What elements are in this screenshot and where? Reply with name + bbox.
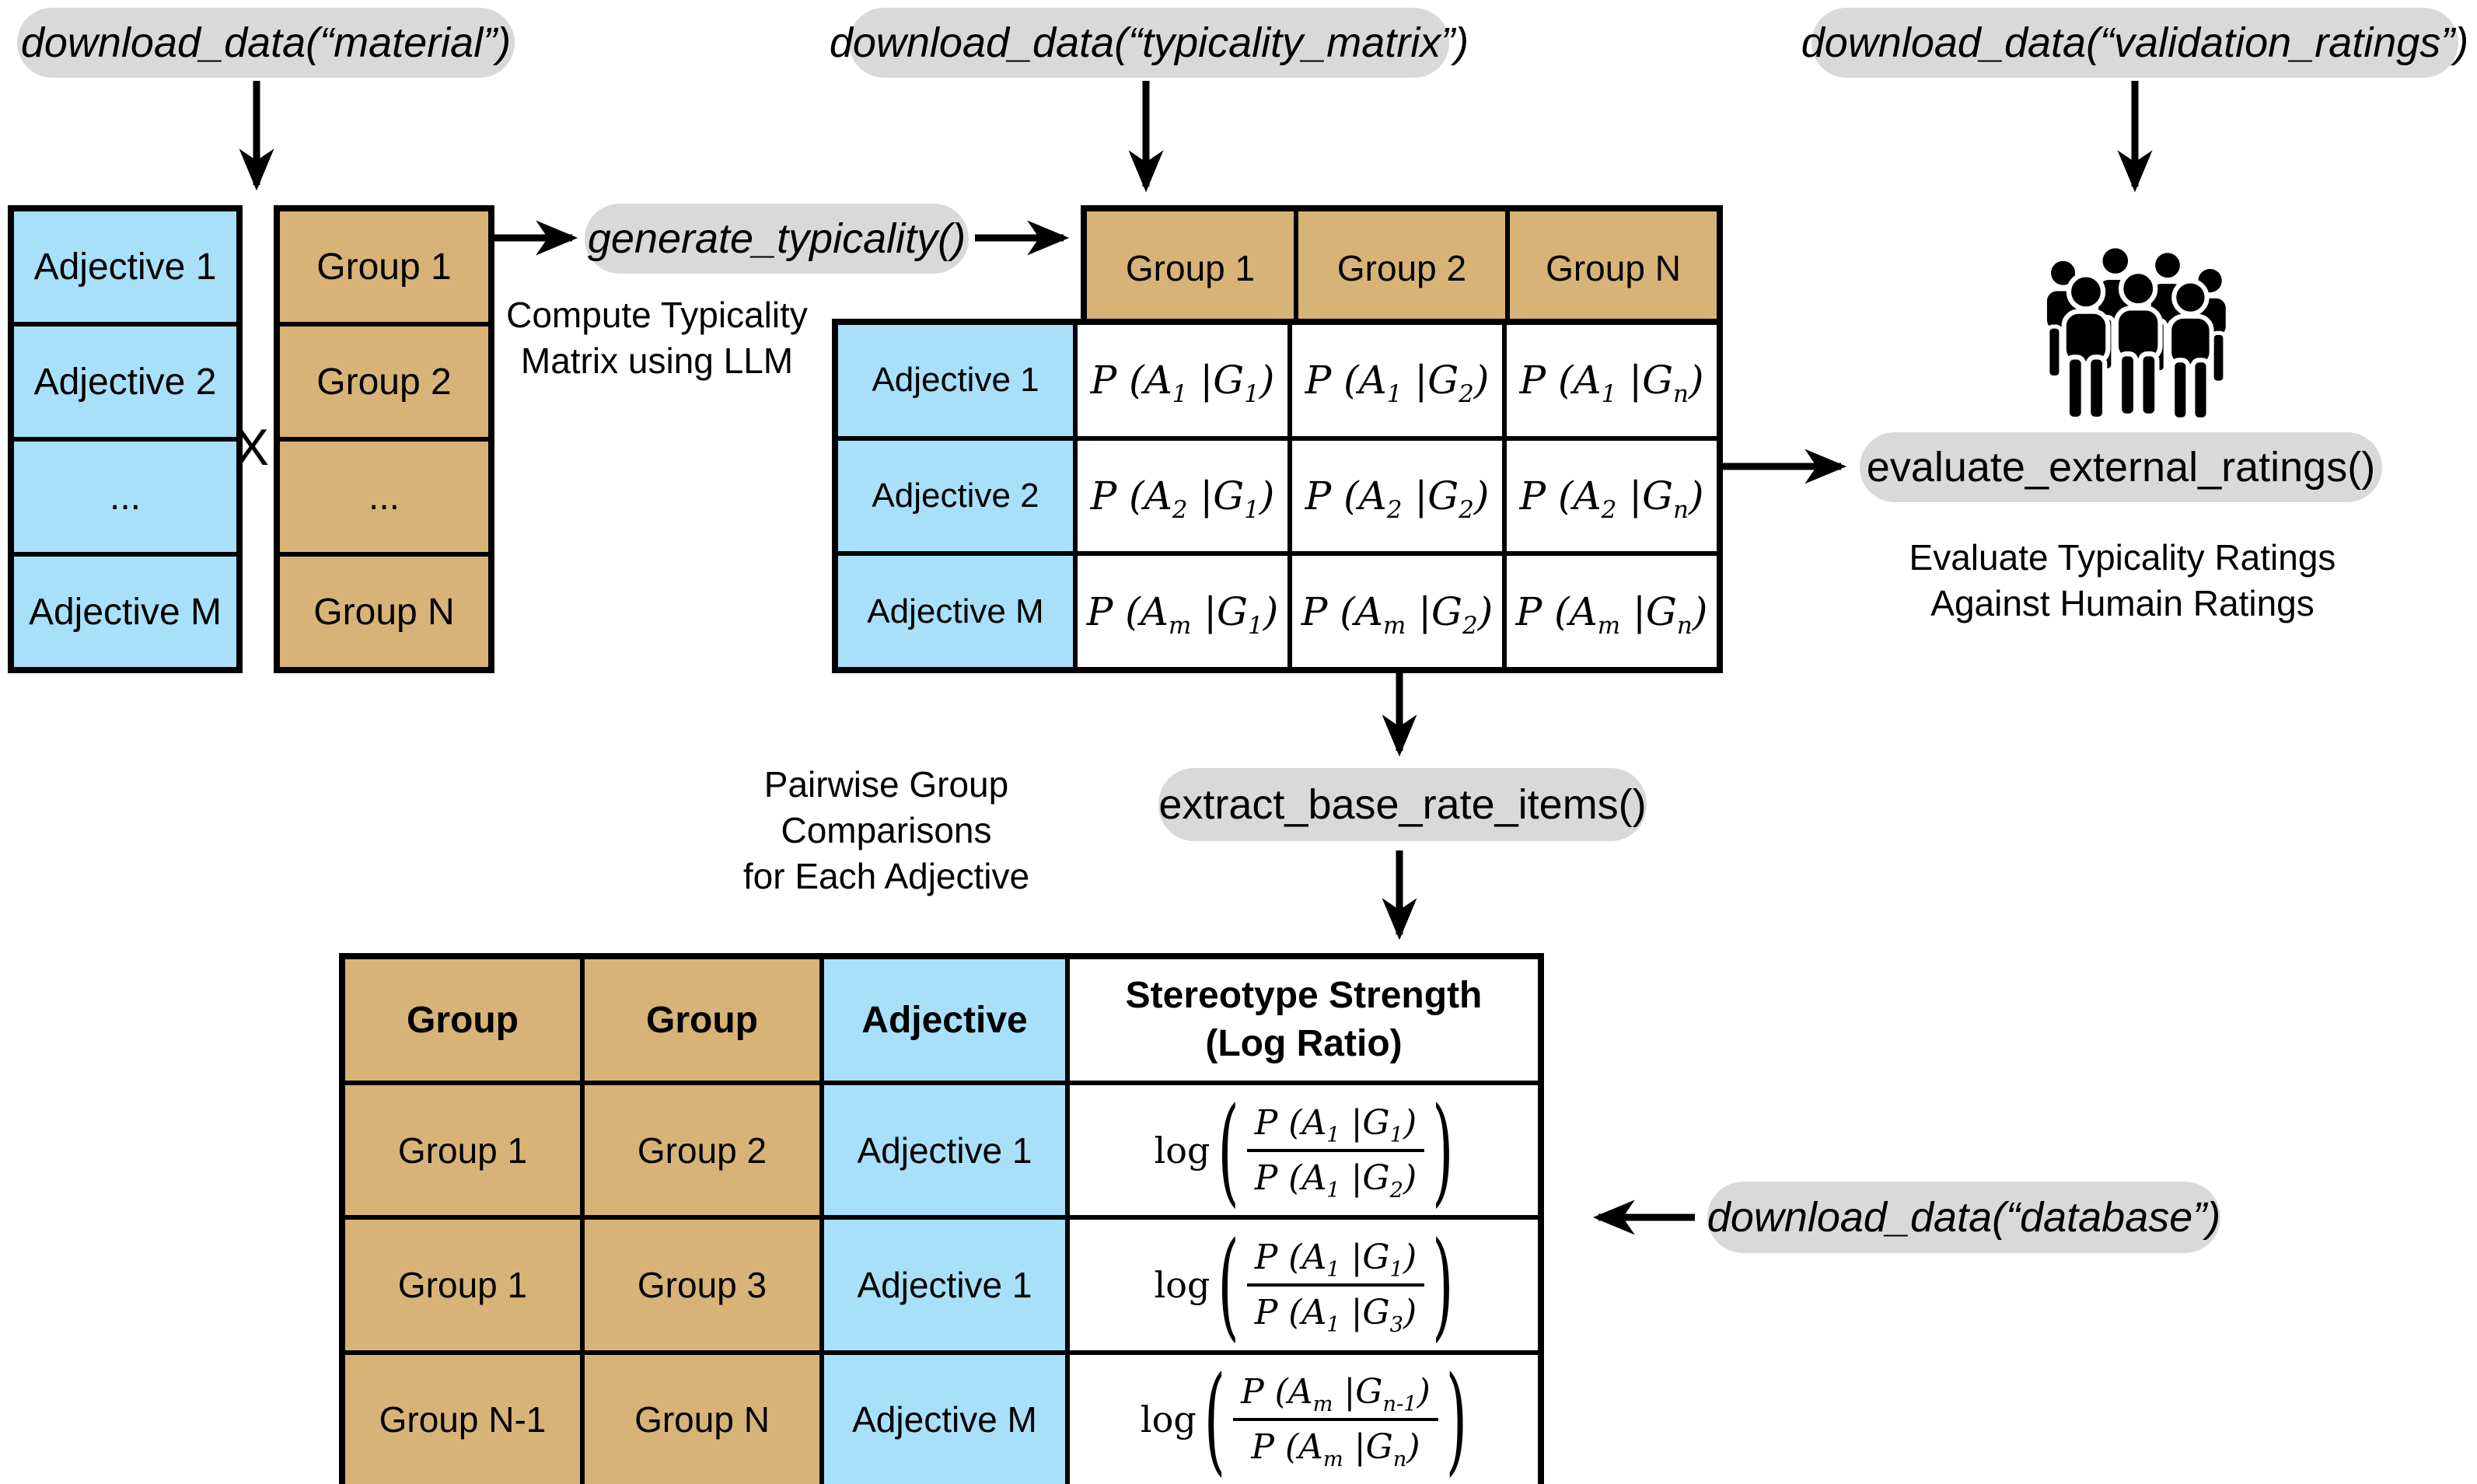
adjective-list-cell: Adjective 2: [14, 326, 236, 437]
probability-formula: P (A1 |G2): [1305, 358, 1490, 409]
pill-download-typicality-matrix-label: download_data(“typicality_matrix”): [829, 19, 1469, 66]
matrix-cell: P (A2 |Gn): [1507, 440, 1717, 552]
caption-line: Against Humain Ratings: [1930, 582, 2315, 623]
matrix-row-header: Adjective 1: [838, 325, 1073, 436]
group-list-cell: Group 2: [280, 326, 488, 437]
caption-line: Matrix using LLM: [520, 340, 794, 381]
probability-formula: P (A2 |G1): [1090, 473, 1275, 524]
table-cell-group-a: Group 1: [345, 1085, 580, 1216]
pill-evaluate-external-ratings-label: evaluate_external_ratings(): [1866, 444, 2376, 491]
fraction-denominator: P (A1 |G2): [1254, 1158, 1417, 1203]
left-paren: [1218, 1217, 1238, 1353]
matrix-cell: P (Am |G2): [1292, 556, 1502, 667]
table-cell-adjective: Adjective 1: [824, 1220, 1065, 1350]
caption-line: Compute Typicality: [506, 295, 808, 335]
group-list-cell: Group N: [280, 557, 488, 667]
group-list-cell: Group 1: [280, 211, 488, 322]
caption-line: for Each Adjective: [742, 855, 1030, 896]
base-rate-table: Group Group Adjective Stereotype Strengt…: [339, 953, 1544, 1484]
fraction: P (Am |Gn-1) P (Am |Gn): [1233, 1372, 1438, 1472]
right-paren: [1432, 1082, 1453, 1219]
fraction-numerator: P (A1 |G1): [1246, 1103, 1425, 1152]
left-paren: [1218, 1082, 1238, 1219]
matrix-row-header: Adjective M: [838, 556, 1073, 667]
typicality-matrix-header: Group 1 Group 2 Group N: [1081, 205, 1723, 331]
table-cell-adjective: Adjective M: [824, 1354, 1065, 1484]
matrix-row-header: Adjective 2: [838, 440, 1073, 552]
table-cell-log-ratio: log P (Am |Gn-1) P (Am |Gn): [1070, 1354, 1538, 1484]
pill-download-validation-ratings-label: download_data(“validation_ratings”): [1801, 19, 2469, 66]
caption-line: Evaluate Typicality Ratings: [1909, 537, 2336, 578]
fraction-numerator: P (Am |Gn-1): [1233, 1372, 1438, 1422]
matrix-cell: P (Am |G1): [1078, 556, 1287, 667]
adjective-list-cell: Adjective 1: [14, 211, 236, 322]
matrix-cell: P (A1 |Gn): [1507, 325, 1717, 436]
typicality-matrix-body: Adjective 1 P (A1 |G1) P (A1 |G2) P (A1 …: [832, 319, 1723, 673]
log-label: log: [1154, 1129, 1211, 1171]
table-cell-group-b: Group 2: [585, 1085, 819, 1216]
fraction-denominator: P (A1 |G3): [1254, 1292, 1417, 1337]
table-cell-adjective: Adjective 1: [824, 1085, 1065, 1216]
probability-formula: P (A1 |G1): [1090, 358, 1275, 409]
matrix-cell: P (Am |Gn): [1507, 556, 1717, 667]
fraction-denominator: P (Am |Gn): [1251, 1427, 1420, 1472]
probability-formula: P (Am |G2): [1301, 588, 1494, 640]
caption-evaluate-ratings: Evaluate Typicality Ratings Against Huma…: [1850, 535, 2395, 627]
group-list-cell: ...: [280, 442, 488, 552]
log-label: log: [1154, 1263, 1211, 1306]
pill-download-material: download_data(“material”): [17, 8, 515, 78]
probability-formula: P (A2 |G2): [1305, 473, 1490, 524]
left-paren: [1204, 1351, 1225, 1484]
header-line: (Log Ratio): [1205, 1023, 1403, 1064]
pill-extract-base-rate-items-label: extract_base_rate_items(): [1158, 781, 1647, 828]
matrix-cell: P (A2 |G1): [1078, 440, 1287, 552]
probability-formula: P (Am |Gn): [1515, 588, 1708, 640]
pill-download-material-label: download_data(“material”): [20, 19, 512, 66]
adjective-list-cell: ...: [14, 442, 236, 552]
matrix-cell: P (A1 |G1): [1078, 325, 1287, 436]
table-header-stereotype-strength: Stereotype Strength (Log Ratio): [1070, 959, 1538, 1081]
crowd-icon: [2018, 236, 2252, 432]
matrix-cell: P (A2 |G2): [1292, 440, 1502, 552]
fraction: P (A1 |G1) P (A1 |G2): [1246, 1103, 1425, 1203]
cross-product-operator: X: [234, 418, 270, 476]
adjective-list-table: Adjective 1 Adjective 2 ... Adjective M: [8, 205, 243, 673]
log-label: log: [1140, 1398, 1197, 1441]
caption-pairwise-comparisons: Pairwise Group Comparisons for Each Adje…: [661, 762, 1112, 899]
table-header-group-a: Group: [345, 959, 580, 1081]
right-paren: [1446, 1351, 1467, 1484]
table-cell-group-a: Group N-1: [345, 1354, 580, 1484]
probability-formula: P (A1 |Gn): [1519, 358, 1704, 409]
probability-formula: P (Am |G1): [1086, 588, 1279, 640]
matrix-cell: P (A1 |G2): [1292, 325, 1502, 436]
pill-download-database: download_data(“database”): [1707, 1182, 2220, 1253]
table-cell-log-ratio: log P (A1 |G1) P (A1 |G2): [1070, 1085, 1538, 1216]
pill-download-validation-ratings: download_data(“validation_ratings”): [1801, 8, 2468, 78]
header-line: Stereotype Strength: [1125, 974, 1483, 1016]
adjective-list-cell: Adjective M: [14, 557, 236, 667]
matrix-col-header: Group 2: [1298, 211, 1505, 325]
caption-compute-typicality: Compute Typicality Matrix using LLM: [451, 292, 863, 384]
group-list-table: Group 1 Group 2 ... Group N: [274, 205, 494, 673]
pill-download-typicality-matrix: download_data(“typicality_matrix”): [830, 8, 1469, 78]
table-cell-group-a: Group 1: [345, 1220, 580, 1350]
table-cell-group-b: Group 3: [585, 1220, 819, 1350]
right-paren: [1432, 1217, 1453, 1353]
probability-formula: P (A2 |Gn): [1519, 473, 1704, 524]
fraction-numerator: P (A1 |G1): [1246, 1238, 1425, 1287]
caption-line: Pairwise Group Comparisons: [763, 764, 1009, 850]
matrix-col-header: Group N: [1510, 211, 1717, 325]
table-cell-group-b: Group N: [585, 1354, 819, 1484]
matrix-col-header: Group 1: [1087, 211, 1294, 325]
table-header-adjective: Adjective: [824, 959, 1065, 1081]
pill-evaluate-external-ratings: evaluate_external_ratings(): [1860, 432, 2382, 502]
pill-extract-base-rate-items: extract_base_rate_items(): [1158, 768, 1647, 841]
pill-generate-typicality: generate_typicality(): [585, 204, 969, 274]
pill-download-database-label: download_data(“database”): [1707, 1194, 2221, 1241]
table-header-group-b: Group: [585, 959, 819, 1081]
pill-generate-typicality-label: generate_typicality(): [587, 215, 966, 262]
table-cell-log-ratio: log P (A1 |G1) P (A1 |G3): [1070, 1220, 1538, 1350]
fraction: P (A1 |G1) P (A1 |G3): [1246, 1238, 1425, 1337]
